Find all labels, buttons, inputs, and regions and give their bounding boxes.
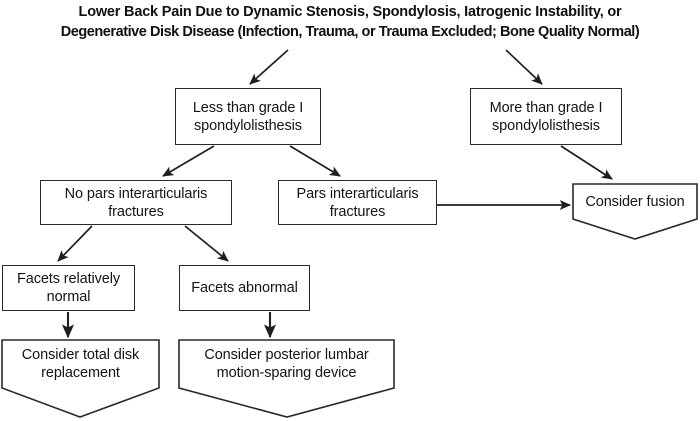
page-title-line-2: Degenerative Disk Disease (Infection, Tr… [60, 24, 640, 40]
node-more-than-grade-1-label: More than grade I spondylolisthesis [489, 99, 603, 134]
node-less-than-grade-1-label: Less than grade I spondylolisthesis [192, 99, 304, 134]
page-title: Lower Back Pain Due to Dynamic Stenosis,… [0, 2, 700, 42]
node-facets-abnormal[interactable]: Facets abnormal [179, 265, 310, 311]
edge-more-than-grade-1-to-consider-fusion [560, 145, 613, 180]
node-more-than-grade-1[interactable]: More than grade I spondylolisthesis [470, 88, 622, 145]
edge-title-to-less-than-grade-1 [249, 49, 289, 85]
node-consider-total-disk-replacement[interactable]: Consider total disk replacement [2, 340, 159, 388]
edge-no-pars-fractures-to-facets-relatively-normal [57, 225, 93, 262]
node-pars-fractures-label: Pars interarticularis fractures [296, 185, 419, 220]
node-consider-fusion[interactable]: Consider fusion [573, 184, 697, 220]
node-pars-fractures[interactable]: Pars interarticularis fractures [278, 180, 437, 225]
edge-less-than-grade-1-to-no-pars-fractures [162, 145, 215, 177]
edge-title-to-more-than-grade-1 [505, 49, 543, 85]
node-no-pars-fractures[interactable]: No pars interarticularis fractures [40, 180, 232, 225]
node-less-than-grade-1[interactable]: Less than grade I spondylolisthesis [175, 88, 321, 145]
node-consider-total-disk-replacement-label: Consider total disk replacement [21, 347, 140, 381]
node-facets-relatively-normal-label: Facets relatively normal [16, 271, 121, 305]
node-no-pars-fractures-label: No pars interarticularis fractures [64, 185, 208, 220]
edge-less-than-grade-1-to-pars-fractures [289, 145, 341, 177]
node-consider-fusion-label: Consider fusion [585, 194, 685, 210]
node-facets-abnormal-label: Facets abnormal [191, 280, 298, 296]
pentagon-consider-fusion-outline [572, 183, 698, 240]
node-consider-posterior-lumbar-device[interactable]: Consider posterior lumbar motion-sparing… [179, 340, 394, 388]
node-facets-relatively-normal[interactable]: Facets relatively normal [2, 265, 135, 311]
edge-no-pars-fractures-to-facets-abnormal [184, 225, 229, 262]
pentagon-consider-total-disk-replacement-outline [1, 339, 160, 418]
page-title-line-1: Lower Back Pain Due to Dynamic Stenosis,… [78, 4, 622, 20]
pentagon-consider-posterior-lumbar-device-outline [178, 339, 395, 418]
node-consider-posterior-lumbar-device-label: Consider posterior lumbar motion-sparing… [204, 347, 369, 381]
